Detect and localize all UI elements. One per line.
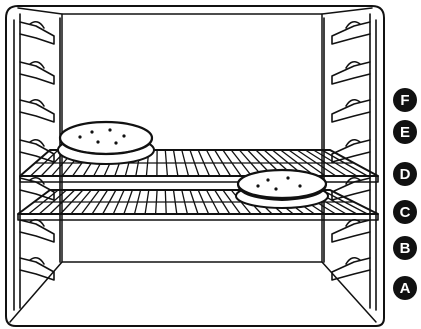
position-label-e: E (393, 120, 417, 144)
oven-ceiling-left (18, 8, 62, 14)
rack-position-labels: FE D C B A (393, 88, 417, 300)
left-runner (20, 22, 54, 44)
position-letter: B (400, 240, 411, 257)
right-runner (332, 22, 370, 44)
oven-ceiling-right (322, 8, 372, 14)
right-runner (332, 220, 370, 242)
left-runner (20, 220, 54, 242)
position-label-b: B (393, 236, 417, 260)
position-label-f: F (393, 88, 417, 112)
position-label-c: C (393, 200, 417, 224)
right-runner (332, 100, 370, 122)
right-runner (332, 258, 370, 280)
position-letter: C (400, 204, 411, 221)
position-label-a: A (393, 276, 417, 300)
left-runner (20, 62, 54, 84)
right-runner (332, 62, 370, 84)
left-runner (20, 100, 54, 122)
position-letter: A (400, 280, 411, 297)
position-letter: D (400, 166, 411, 183)
position-letter: F (400, 92, 409, 109)
right-side-wall (324, 14, 376, 310)
position-label-d: D (393, 162, 417, 186)
pie-lower-rack (236, 170, 328, 208)
oven-floor-left (10, 262, 62, 322)
position-letter: E (400, 124, 410, 141)
pie-upper-rack (58, 122, 154, 164)
